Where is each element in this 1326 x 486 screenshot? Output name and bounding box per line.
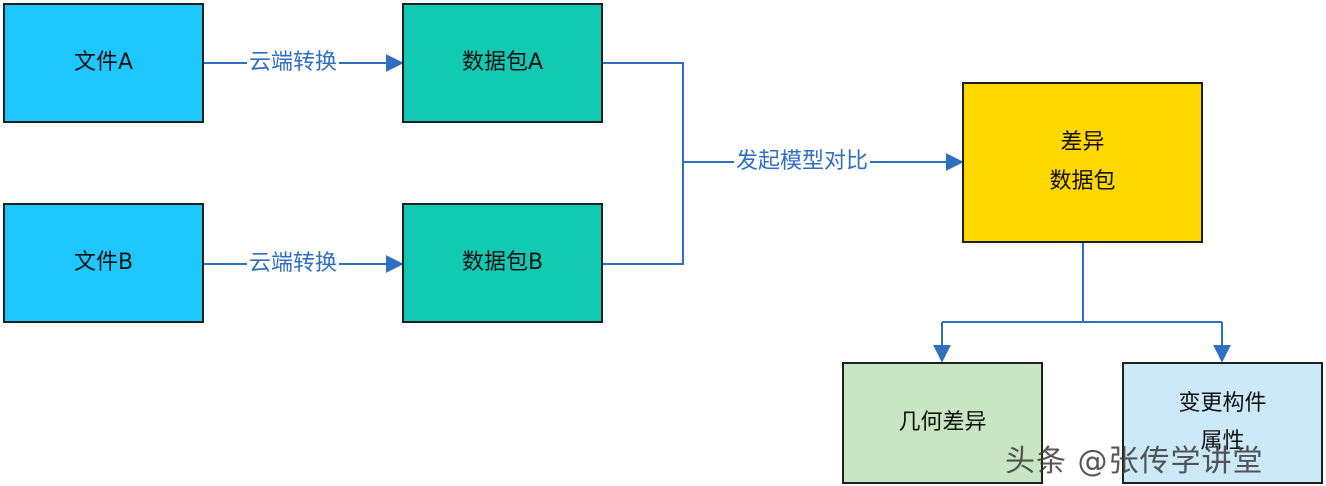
package-a-node: 数据包A bbox=[402, 3, 603, 123]
package-b-node: 数据包B bbox=[402, 203, 603, 323]
package-a-label: 数据包A bbox=[461, 49, 544, 75]
changed-parts-node: 变更构件 属性 bbox=[1122, 362, 1323, 484]
connector-package-b bbox=[603, 162, 684, 265]
file-a-label: 文件A bbox=[73, 49, 134, 75]
diff-package-label-line1: 差异 bbox=[1060, 130, 1105, 155]
file-b-node: 文件B bbox=[3, 203, 204, 323]
edge-label-cloud-convert-a: 云端转换 bbox=[247, 50, 340, 75]
changed-parts-label-line1: 变更构件 bbox=[1178, 390, 1267, 416]
diff-package-label-line2: 数据包 bbox=[1049, 168, 1116, 194]
edge-label-start-compare: 发起模型对比 bbox=[734, 149, 871, 174]
watermark: 头条 @张传学讲堂 bbox=[1005, 444, 1264, 479]
geometry-diff-node: 几何差异 bbox=[842, 362, 1043, 484]
changed-parts-label-line2: 属性 bbox=[1200, 429, 1245, 454]
connector-package-a bbox=[603, 62, 684, 162]
file-b-label: 文件B bbox=[73, 249, 134, 275]
edge-label-cloud-convert-b: 云端转换 bbox=[247, 251, 340, 276]
file-a-node: 文件A bbox=[3, 3, 204, 123]
geometry-diff-label: 几何差异 bbox=[898, 409, 987, 435]
diff-package-node: 差异 数据包 bbox=[962, 82, 1203, 243]
package-b-label: 数据包B bbox=[461, 249, 544, 275]
